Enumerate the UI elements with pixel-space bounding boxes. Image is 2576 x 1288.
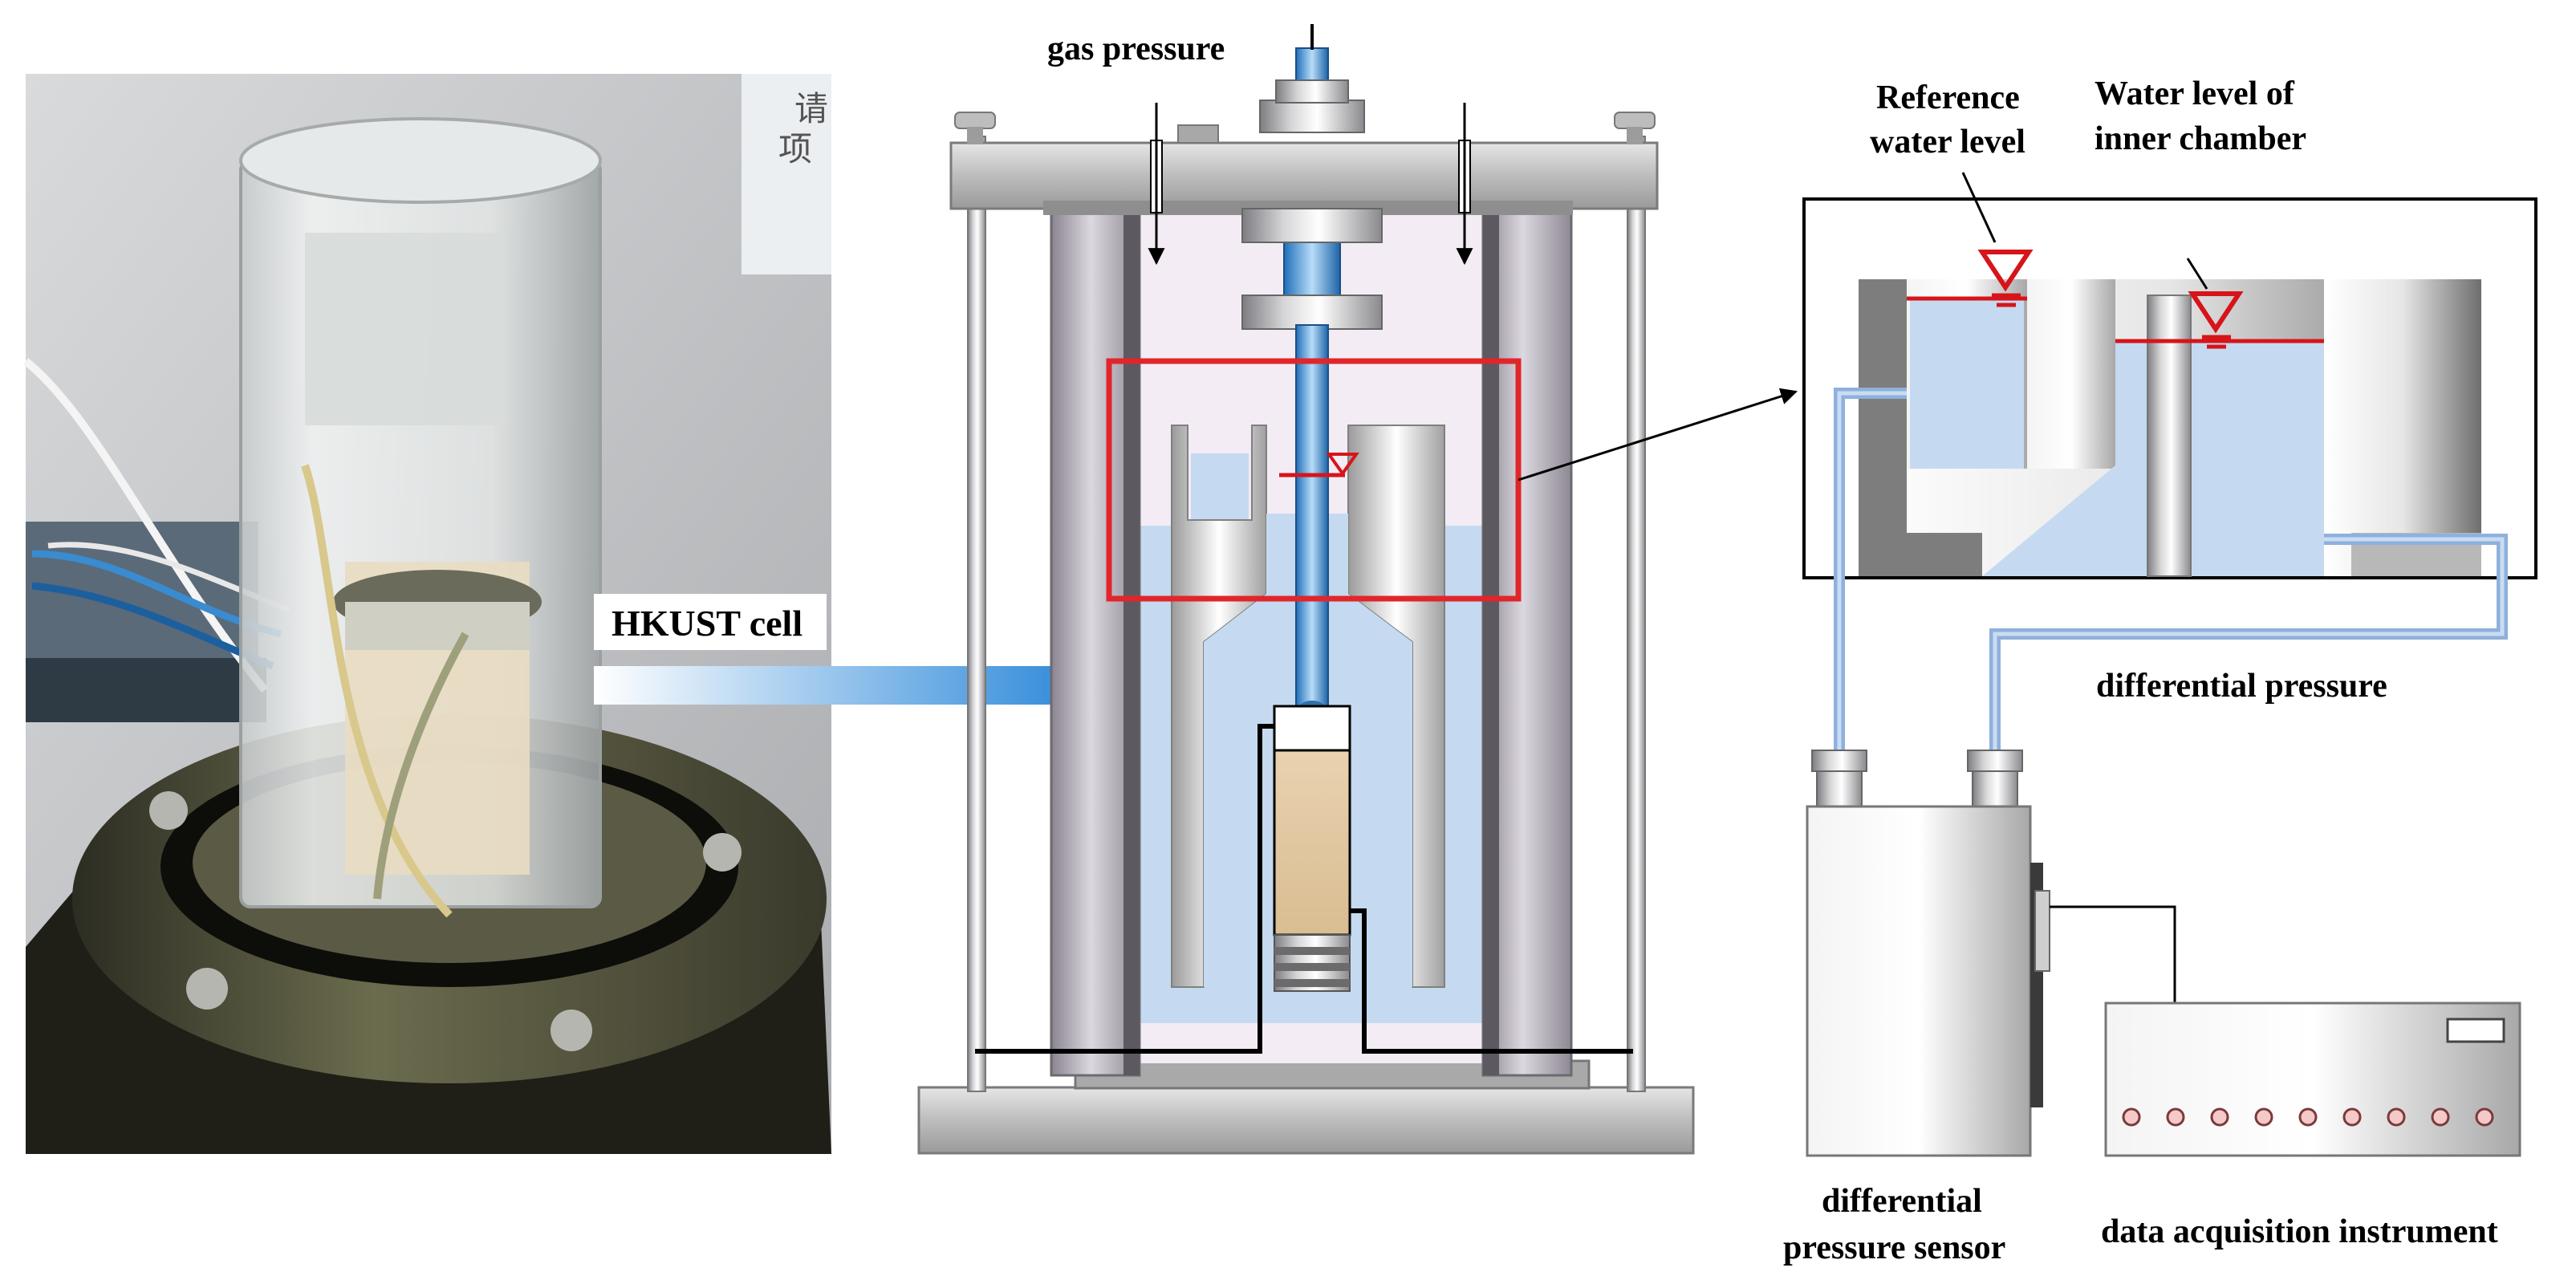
reference-tube-water xyxy=(1191,453,1249,519)
soil-specimen xyxy=(1273,749,1351,937)
photo-sticker-text: 请项 xyxy=(778,89,828,169)
indicator-light xyxy=(2166,1107,2185,1127)
hkust-cell-label: HKUST cell xyxy=(611,603,802,644)
inner-chamber-level-label-2: inner chamber xyxy=(2095,120,2306,157)
indicator-light xyxy=(2342,1107,2362,1127)
indicator-light xyxy=(2387,1107,2406,1127)
indicator-light xyxy=(2122,1107,2141,1127)
indicator-light xyxy=(2475,1107,2494,1127)
zoom-connector-arrow xyxy=(1518,388,1798,481)
callout-arrow-shaft xyxy=(594,666,1123,705)
hkust-cell-callout: HKUST cell xyxy=(594,594,1172,725)
differential-pressure-sensor xyxy=(1806,750,2050,1157)
reference-water-level-label-2: water level xyxy=(1870,124,2025,160)
cell-cross-section xyxy=(917,24,1695,1155)
gas-pressure-label: gas pressure xyxy=(1047,30,1225,67)
water-level-detail xyxy=(1802,172,2537,579)
sensor-label-1: differential xyxy=(1822,1183,1982,1220)
data-acquisition-label: data acquisition instrument xyxy=(2101,1213,2498,1250)
data-acquisition-instrument xyxy=(2104,1002,2521,1157)
reference-cup-water xyxy=(1910,299,2024,469)
sensor-label-2: pressure sensor xyxy=(1783,1229,2005,1266)
photo-hkust-cell: 请项 xyxy=(22,74,831,1154)
inner-chamber-level-label-1: Water level of xyxy=(2095,75,2295,112)
indicator-light xyxy=(2431,1107,2450,1127)
differential-pressure-label: differential pressure xyxy=(2096,668,2387,705)
indicator-light xyxy=(2298,1107,2318,1127)
indicator-light xyxy=(2210,1107,2229,1127)
indicator-light xyxy=(2254,1107,2273,1127)
reference-water-level-label-1: Reference xyxy=(1876,79,2020,116)
